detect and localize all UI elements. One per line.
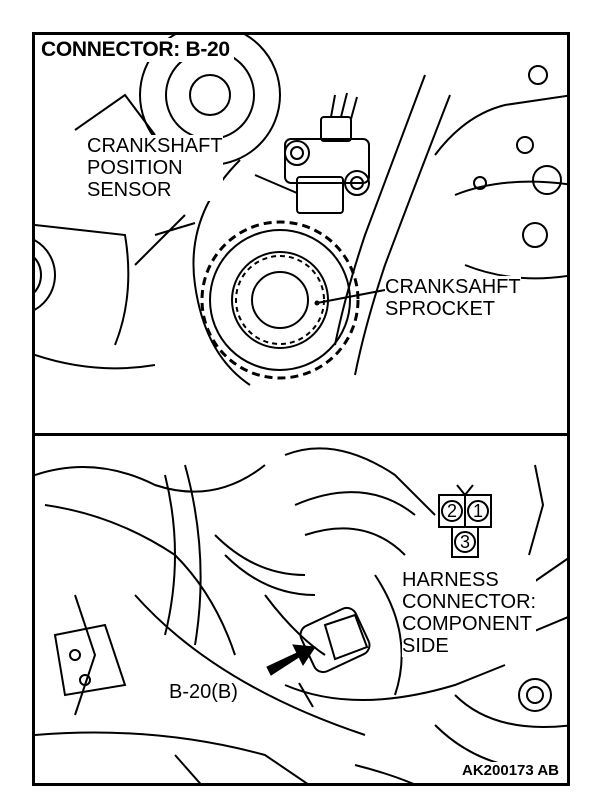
engine-bay-illustration — [35, 447, 567, 783]
pin-1 — [467, 500, 489, 522]
harness-connector-label: HARNESS CONNECTOR: COMPONENT SIDE — [402, 569, 537, 657]
figure-code: AK200173 AB — [460, 762, 561, 779]
diagram-frame: CONNECTOR: B-20 CRANKSHAFT POSITION SENS… — [32, 32, 570, 786]
pin-2 — [441, 500, 463, 522]
sensor-label: CRANKSHAFT POSITION SENSOR — [87, 135, 223, 201]
pin-3 — [454, 531, 476, 553]
panel-divider — [35, 433, 567, 436]
sprocket-label: CRANKSAHFT SPROCKET — [385, 276, 521, 320]
pin-1-number: 1 — [473, 501, 483, 521]
pin-3-number: 3 — [460, 532, 470, 552]
connector-title: CONNECTOR: B-20 — [41, 38, 234, 62]
sprocket-illustration — [35, 35, 567, 386]
connector-reference-label: B-20(B) — [169, 681, 238, 703]
harness-connector-pinout: 2 1 3 — [438, 484, 492, 558]
pin-2-number: 2 — [447, 501, 457, 521]
